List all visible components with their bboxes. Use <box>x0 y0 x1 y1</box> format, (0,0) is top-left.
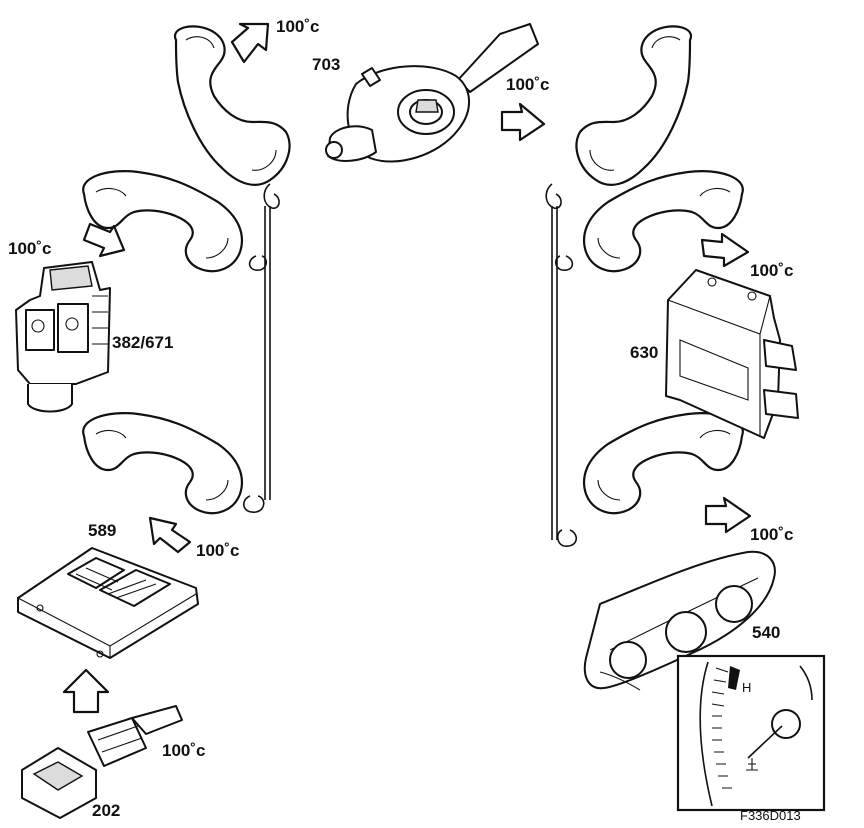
instrument-panel-540 <box>583 550 776 691</box>
abs-unit-382-671 <box>15 261 111 413</box>
ref-label-589: 589 <box>88 521 116 540</box>
temperature-label-589: 100˚c <box>196 541 239 560</box>
left-cord <box>243 183 280 513</box>
body-module-630 <box>665 269 799 439</box>
handset-icon-mid-right <box>582 170 744 273</box>
temperature-label-630: 100˚c <box>750 261 793 280</box>
arrow-icon-589 <box>148 516 192 554</box>
ref-label-703: 703 <box>312 55 340 74</box>
coolant-sensor-202 <box>21 705 183 819</box>
figure-id: F336D013 <box>740 808 801 823</box>
temperature-label-abs: 100˚c <box>8 239 51 258</box>
gauge-high-mark: H <box>742 680 751 695</box>
arrow-icon-right-top <box>500 102 546 142</box>
temperature-label-202: 100˚c <box>162 741 205 760</box>
arrow-icon-abs <box>82 222 126 258</box>
temperature-label-upper-right: 100˚c <box>506 75 549 94</box>
handset-icon-low-left <box>82 412 244 515</box>
ref-label-540: 540 <box>752 623 780 642</box>
ignition-switch-703 <box>325 23 539 163</box>
temperature-label-703: 100˚c <box>276 17 319 36</box>
arrow-icon-540 <box>704 496 752 534</box>
arrow-icon-630 <box>700 232 750 268</box>
temperature-label-540: 100˚c <box>750 525 793 544</box>
right-cord <box>545 183 577 547</box>
arrow-icon-202 <box>62 668 110 714</box>
handset-icon-top-left <box>173 25 291 186</box>
handset-icon-mid-left <box>82 170 244 273</box>
handset-icon-top-right <box>575 25 693 186</box>
gauge-inset: H <box>676 654 826 812</box>
arrow-icon-703 <box>230 22 270 64</box>
ref-label-202: 202 <box>92 801 120 820</box>
engine-ecu-589 <box>17 547 199 659</box>
handset-icon-low-right <box>582 412 744 515</box>
ref-label-382-671: 382/671 <box>112 333 173 352</box>
ref-label-630: 630 <box>630 343 658 362</box>
